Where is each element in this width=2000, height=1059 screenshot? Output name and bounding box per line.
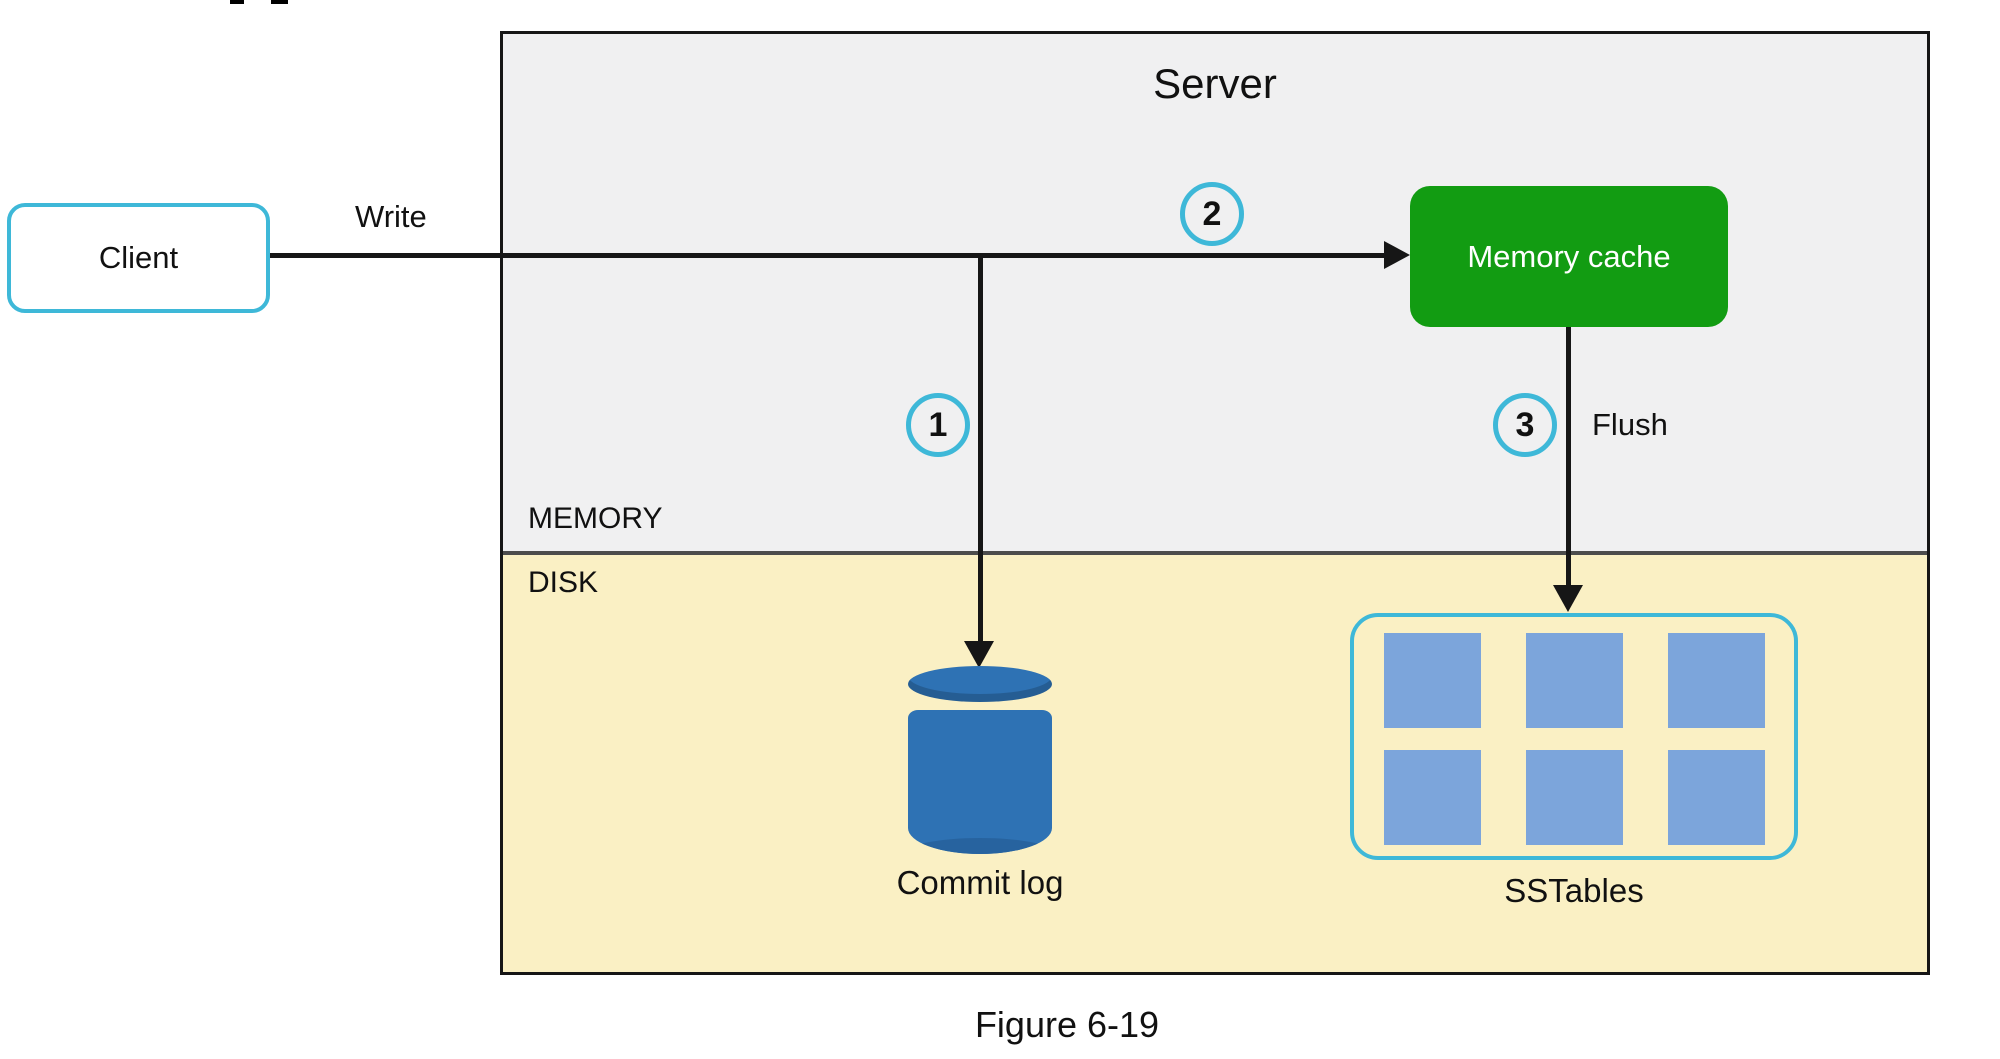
- flush-arrow-line: [1566, 327, 1571, 589]
- memory-cache-label: Memory cache: [1467, 238, 1671, 274]
- write-edge-label: Write: [355, 199, 427, 234]
- sstable-square: [1384, 750, 1481, 845]
- write-arrow-line: [270, 253, 1386, 258]
- cropped-text-remnant: [230, 0, 244, 4]
- sstable-square: [1668, 750, 1765, 845]
- cylinder-body: [908, 710, 1052, 854]
- step-1-badge: 1: [906, 393, 970, 457]
- cropped-text-remnant: [271, 0, 288, 4]
- client-node: Client: [7, 203, 270, 313]
- flush-edge-label: Flush: [1592, 407, 1668, 442]
- memory-cache-node: Memory cache: [1410, 186, 1728, 327]
- step-3-number: 3: [1515, 405, 1535, 444]
- step-1-number: 1: [928, 405, 948, 444]
- commit-log-label: Commit log: [896, 864, 1064, 901]
- database-cylinder-icon: [908, 666, 1052, 854]
- arrowhead-right-icon: [1384, 241, 1410, 269]
- server-title: Server: [1153, 60, 1277, 107]
- sstable-square: [1526, 750, 1623, 845]
- sstable-square: [1668, 633, 1765, 728]
- sstable-square: [1526, 633, 1623, 728]
- sstables-label: SSTables: [1504, 872, 1644, 909]
- figure-caption: Figure 6-19: [974, 1004, 1160, 1045]
- step-3-badge: 3: [1493, 393, 1557, 457]
- sstable-square: [1384, 633, 1481, 728]
- client-label: Client: [98, 240, 179, 275]
- cylinder-rim: [908, 838, 1052, 854]
- step-2-badge: 2: [1180, 182, 1244, 246]
- cylinder-lid: [908, 666, 1052, 702]
- disk-zone-label: DISK: [528, 566, 599, 599]
- commit-log-arrow-line: [978, 253, 983, 645]
- memory-zone-label: MEMORY: [528, 502, 663, 535]
- arrowhead-down-icon: [964, 641, 994, 668]
- server-box: Server: [500, 31, 1930, 975]
- arrowhead-down-icon: [1553, 585, 1583, 612]
- step-2-number: 2: [1202, 194, 1222, 233]
- sstables-node: [1350, 613, 1798, 860]
